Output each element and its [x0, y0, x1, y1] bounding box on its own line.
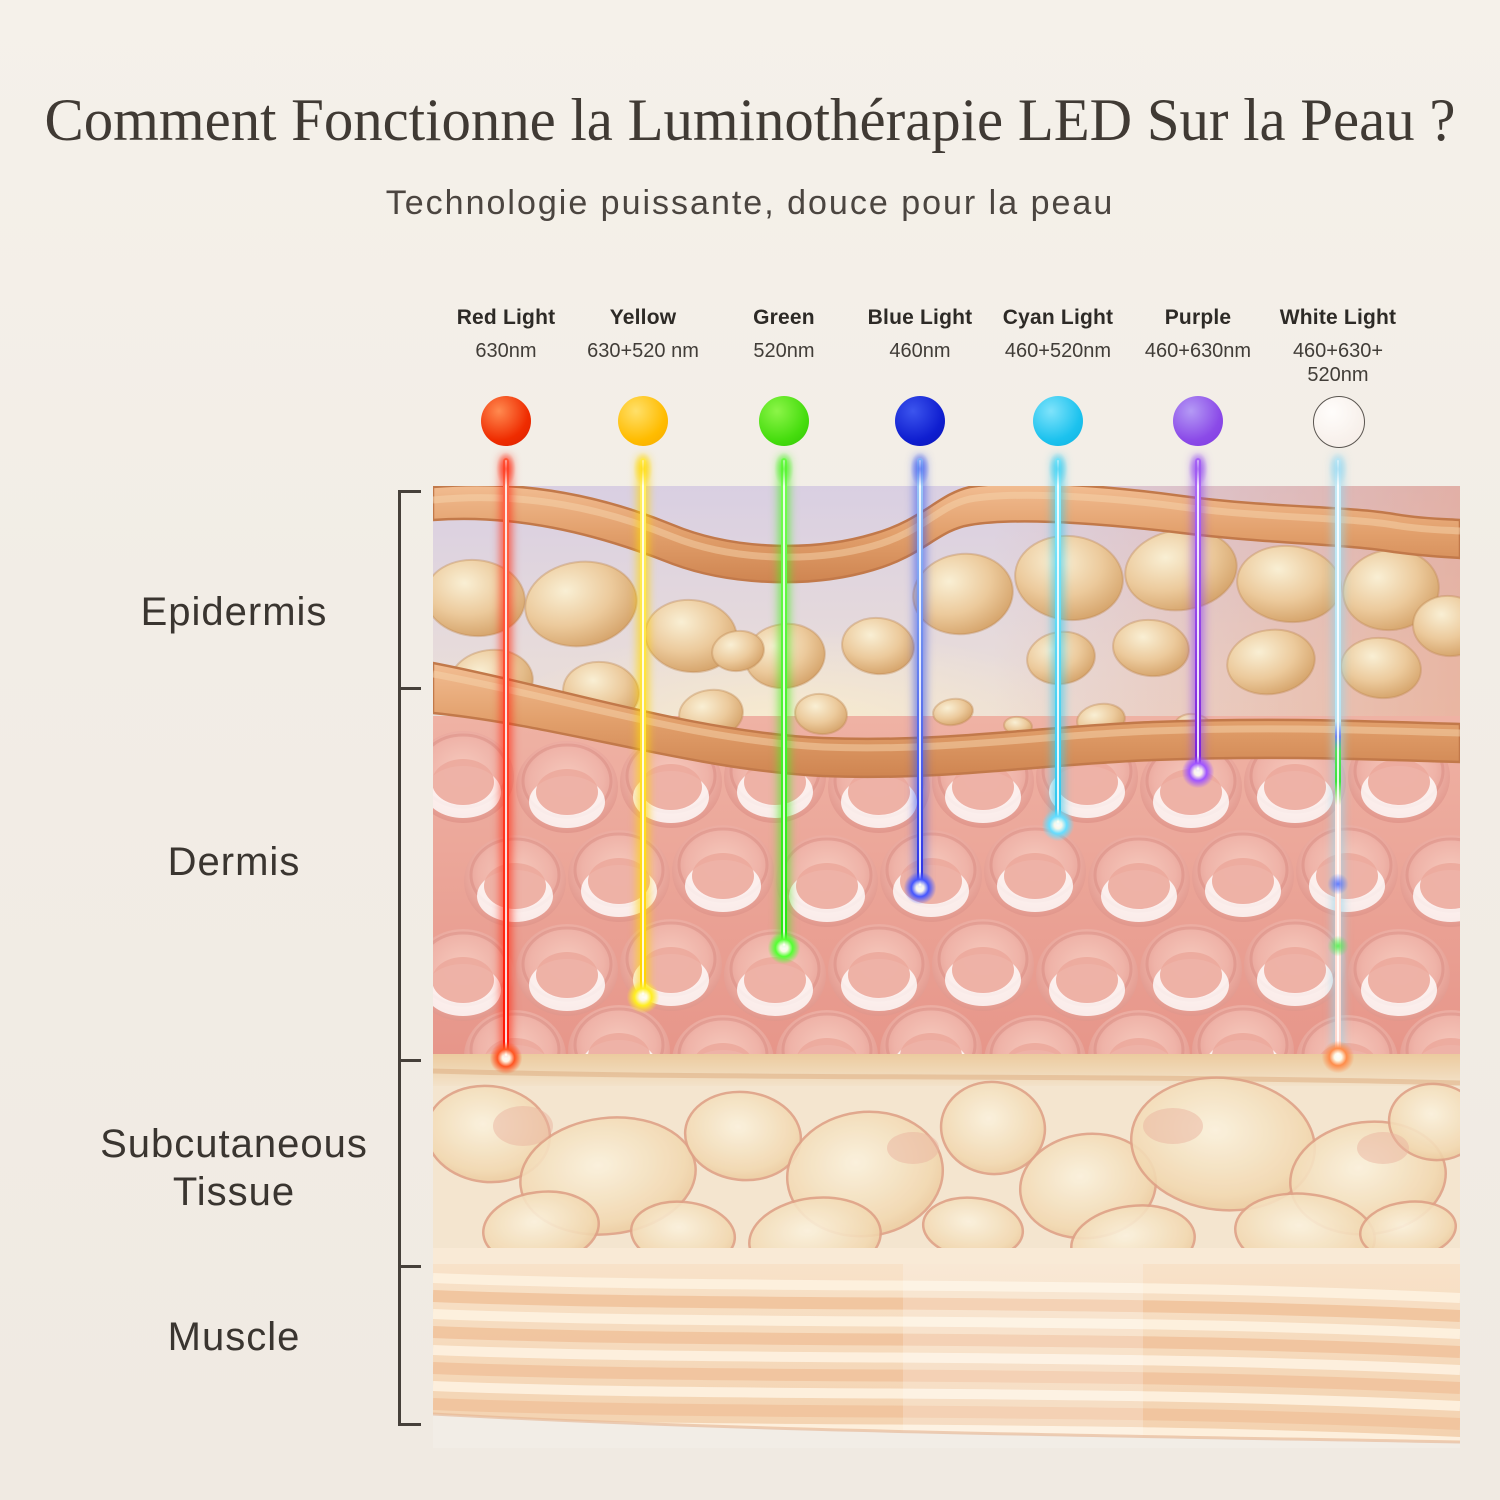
layer-label: Epidermis [140, 590, 328, 634]
light-beam [1195, 458, 1201, 772]
layer-label: Muscle [167, 1315, 301, 1359]
light-beam [1055, 458, 1061, 825]
light-beam-core [505, 460, 507, 1056]
bracket-tick [398, 1059, 421, 1062]
light-wavelength: 460+630+ 520nm [1292, 340, 1384, 386]
light-dot [759, 396, 809, 446]
light-column: Green 520nm [699, 306, 869, 363]
skin-illustration [424, 482, 1486, 1448]
page-subtitle: Technologie puissante, douce pour la pea… [385, 184, 1115, 222]
light-name: Yellow [609, 306, 677, 329]
light-name: Blue Light [867, 306, 973, 329]
light-name: Red Light [456, 306, 556, 329]
light-name: White Light [1279, 306, 1397, 329]
light-name: Green [753, 306, 815, 329]
light-beam-core [642, 460, 644, 995]
layer-label: Subcutaneous Tissue [100, 1122, 368, 1214]
light-column: Purple 460+630nm [1113, 306, 1283, 363]
light-beam-core [1057, 460, 1059, 823]
light-beam-core [1337, 460, 1339, 1055]
light-wavelength: 630nm [475, 340, 537, 362]
light-wavelength: 460+520nm [1004, 340, 1112, 362]
light-beam-core [919, 460, 921, 886]
light-wavelength: 460nm [889, 340, 951, 362]
light-name: Purple [1164, 306, 1232, 329]
light-column: Yellow 630+520 nm [558, 306, 728, 363]
light-dot [481, 396, 531, 446]
page-title: Comment Fonctionne la Luminothérapie LED… [44, 87, 1456, 153]
light-dot [1033, 396, 1083, 446]
layer-label: Dermis [167, 840, 301, 884]
light-name: Cyan Light [1002, 306, 1114, 329]
light-wavelength: 460+630nm [1144, 340, 1252, 362]
light-wavelength: 520nm [753, 340, 815, 362]
light-beam [917, 458, 923, 888]
light-dot [895, 396, 945, 446]
light-column: White Light 460+630+ 520nm [1253, 306, 1423, 387]
skin-illustration-svg [424, 482, 1486, 1448]
bracket-tick [398, 687, 421, 690]
light-dot [618, 396, 668, 446]
bracket-vertical-line [398, 490, 401, 1423]
light-column: Cyan Light 460+520nm [973, 306, 1143, 363]
light-beam [503, 458, 509, 1058]
light-beam [781, 458, 787, 948]
light-beam-core [783, 460, 785, 946]
bracket-tick [398, 1423, 421, 1426]
light-dot [1313, 396, 1365, 448]
light-beam [1335, 458, 1341, 1057]
bracket-tick [398, 490, 421, 493]
bracket-tick [398, 1265, 421, 1268]
light-column: Blue Light 460nm [835, 306, 1005, 363]
light-beam-core [1197, 460, 1199, 770]
light-column: Red Light 630nm [421, 306, 591, 363]
light-beam [640, 458, 646, 997]
light-dot [1173, 396, 1223, 446]
light-wavelength: 630+520 nm [587, 340, 699, 362]
